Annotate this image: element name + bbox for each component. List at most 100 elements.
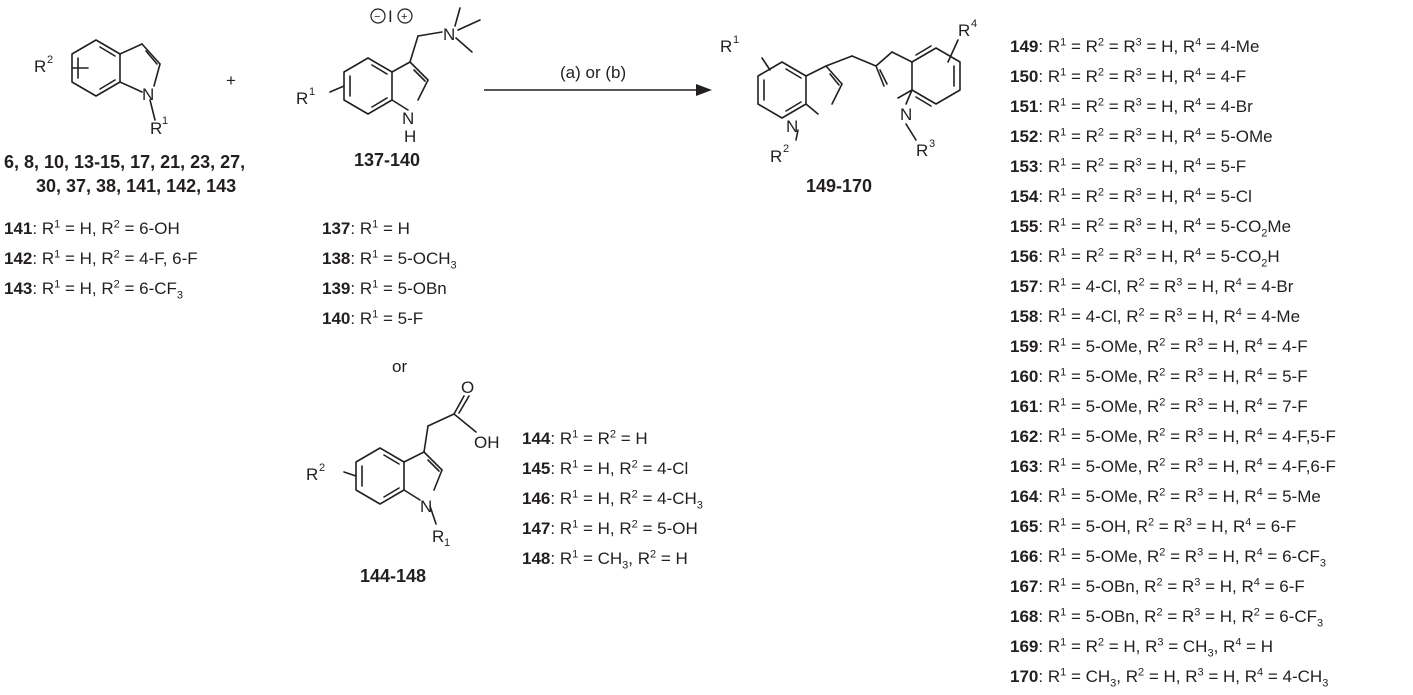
- compound-number: 151: [1010, 97, 1039, 116]
- substituent-definition: : R1 = H, R2 = 4-F, 6-F: [32, 248, 198, 268]
- compound-number: 161: [1010, 397, 1039, 416]
- subscript: 1: [444, 537, 450, 549]
- gramine-structure: [329, 7, 481, 115]
- or-label: or: [392, 357, 407, 376]
- compound-number: 163: [1010, 457, 1039, 476]
- compound-entry: 164: R1 = 5-OMe, R2 = R3 = H, R4 = 5-Me: [1010, 482, 1336, 512]
- compound-number: 149: [1010, 37, 1039, 56]
- substituent-definition: : R1 = 5-OMe, R2 = R3 = H, R4 = 4-F: [1038, 336, 1308, 356]
- superscript: 2: [319, 462, 325, 474]
- compound-number: 160: [1010, 367, 1039, 386]
- substituent-definition: : R1 = 5-OMe, R2 = R3 = H, R4 = 5-F: [1038, 366, 1308, 386]
- compound-number: 155: [1010, 217, 1039, 236]
- compound-number: 158: [1010, 307, 1039, 326]
- compound-entry: 168: R1 = 5-OBn, R2 = R3 = H, R2 = 6-CF3: [1010, 602, 1336, 632]
- substituent-definition: : R1 = H, R2 = 4-Cl: [550, 458, 689, 478]
- compound-entry: 141: R1 = H, R2 = 6-OH: [4, 214, 198, 244]
- substituent-definition: : R1 = 5-OMe, R2 = R3 = H, R4 = 5-Me: [1038, 486, 1321, 506]
- substituent-definition: : R1 = 5-OMe, R2 = R3 = H, R4 = 4-F,5-F: [1038, 426, 1336, 446]
- compound-entry: 150: R1 = R2 = R3 = H, R4 = 4-F: [1010, 62, 1336, 92]
- compound-number: 150: [1010, 67, 1039, 86]
- compound-entry: 170: R1 = CH3, R2 = H, R3 = H, R4 = 4-CH…: [1010, 662, 1336, 692]
- compound-entry: 160: R1 = 5-OMe, R2 = R3 = H, R4 = 5-F: [1010, 362, 1336, 392]
- compound-number: 168: [1010, 607, 1039, 626]
- compound-number: 140: [322, 309, 351, 328]
- compound-entry: 148: R1 = CH3, R2 = H: [522, 544, 703, 574]
- r-label: R: [150, 119, 162, 138]
- substituent-definition: : R1 = CH3, R2 = H, R3 = H, R4 = 4-CH3: [1038, 666, 1329, 690]
- indole-compound-numbers: 6, 8, 10, 13-15, 17, 21, 23, 27,: [4, 152, 245, 172]
- substituent-definition: : R1 = R2 = R3 = H, R4 = 4-F: [1038, 66, 1247, 86]
- substituent-definition: : R1 = H, R2 = 6-OH: [32, 218, 180, 238]
- compound-number: 156: [1010, 247, 1039, 266]
- compound-entry: 155: R1 = R2 = R3 = H, R4 = 5-CO2Me: [1010, 212, 1336, 242]
- compound-number: 147: [522, 519, 551, 538]
- r-label: R: [296, 89, 308, 108]
- n-atom: N: [786, 117, 798, 136]
- substituent-definition: : R1 = 5-OMe, R2 = R3 = H, R4 = 4-F,6-F: [1038, 456, 1336, 476]
- substituent-definition: : R1 = H: [350, 218, 410, 238]
- substituent-definition: : R1 = R2 = R3 = H, R4 = 4-Br: [1038, 96, 1253, 116]
- substituent-definition: : R1 = 5-OBn, R2 = R3 = H, R2 = 6-CF3: [1038, 606, 1324, 630]
- substituent-definition: : R1 = 5-OCH3: [350, 248, 457, 272]
- compound-number: 141: [4, 219, 33, 238]
- superscript: 4: [971, 18, 977, 30]
- substituent-definition: : R1 = 5-OMe, R2 = R3 = H, R4 = 6-CF3: [1038, 546, 1326, 570]
- substituent-definition: : R1 = R2 = R3 = H, R4 = 5-CO2Me: [1038, 216, 1292, 240]
- compound-number: 165: [1010, 517, 1039, 536]
- compound-entry: 163: R1 = 5-OMe, R2 = R3 = H, R4 = 4-F,6…: [1010, 452, 1336, 482]
- substituent-definition: : R1 = H, R2 = 5-OH: [550, 518, 698, 538]
- product-compound-numbers: 149-170: [806, 176, 872, 196]
- superscript: 2: [47, 54, 53, 66]
- nh-atom: N: [402, 109, 414, 128]
- compound-entry: 161: R1 = 5-OMe, R2 = R3 = H, R4 = 7-F: [1010, 392, 1336, 422]
- compound-entry: 152: R1 = R2 = R3 = H, R4 = 5-OMe: [1010, 122, 1336, 152]
- anion-charge: [370, 8, 386, 24]
- compound-number: 159: [1010, 337, 1039, 356]
- r-label: R: [432, 527, 444, 546]
- compound-entry: 149: R1 = R2 = R3 = H, R4 = 4-Me: [1010, 32, 1336, 62]
- cation-charge: [397, 8, 413, 24]
- compound-number: 146: [522, 489, 551, 508]
- substituent-definition: : R1 = R2 = H: [550, 428, 648, 448]
- compound-entry: 158: R1 = 4-Cl, R2 = R3 = H, R4 = 4-Me: [1010, 302, 1336, 332]
- substituent-definition: : R1 = 5-F: [350, 308, 424, 328]
- superscript: 2: [783, 143, 789, 155]
- plus-charge: +: [401, 11, 407, 23]
- compound-entry: 159: R1 = 5-OMe, R2 = R3 = H, R4 = 4-F: [1010, 332, 1336, 362]
- gramine-compound-numbers: 137-140: [354, 150, 420, 170]
- compound-number: 143: [4, 279, 33, 298]
- compound-number: 153: [1010, 157, 1039, 176]
- superscript: 3: [929, 138, 935, 150]
- n-atom: N: [443, 25, 455, 44]
- substituent-definition: : R1 = 5-OMe, R2 = R3 = H, R4 = 7-F: [1038, 396, 1308, 416]
- minus-sign: −: [374, 11, 380, 23]
- compound-entry: 145: R1 = H, R2 = 4-Cl: [522, 454, 703, 484]
- indole-structure: [71, 39, 161, 121]
- n-atom: N: [420, 497, 432, 516]
- arrow-label: (a) or (b): [560, 63, 626, 82]
- n-atom: N: [900, 105, 912, 124]
- compound-number: 142: [4, 249, 33, 268]
- compound-entry: 147: R1 = H, R2 = 5-OH: [522, 514, 703, 544]
- substituent-definition: : R1 = R2 = R3 = H, R4 = 5-CO2H: [1038, 246, 1280, 270]
- compound-number: 169: [1010, 637, 1039, 656]
- o-atom: O: [461, 378, 474, 397]
- substituent-definition: : R1 = R2 = R3 = H, R4 = 5-Cl: [1038, 186, 1252, 206]
- iodide-atom: I: [388, 7, 393, 26]
- compound-number: 139: [322, 279, 351, 298]
- h-atom: H: [404, 127, 416, 146]
- compound-number: 145: [522, 459, 551, 478]
- acid-compound-numbers: 144-148: [360, 566, 426, 586]
- compound-entry: 165: R1 = 5-OH, R2 = R3 = H, R4 = 6-F: [1010, 512, 1336, 542]
- compound-number: 162: [1010, 427, 1039, 446]
- compound-entry: 146: R1 = H, R2 = 4-CH3: [522, 484, 703, 514]
- plus-sign: +: [226, 71, 236, 90]
- compound-number: 154: [1010, 187, 1039, 206]
- substituent-definition: : R1 = R2 = R3 = H, R4 = 4-Me: [1038, 36, 1260, 56]
- compound-number: 144: [522, 429, 551, 448]
- compound-entry: 143: R1 = H, R2 = 6-CF3: [4, 274, 198, 304]
- r-label: R: [916, 141, 928, 160]
